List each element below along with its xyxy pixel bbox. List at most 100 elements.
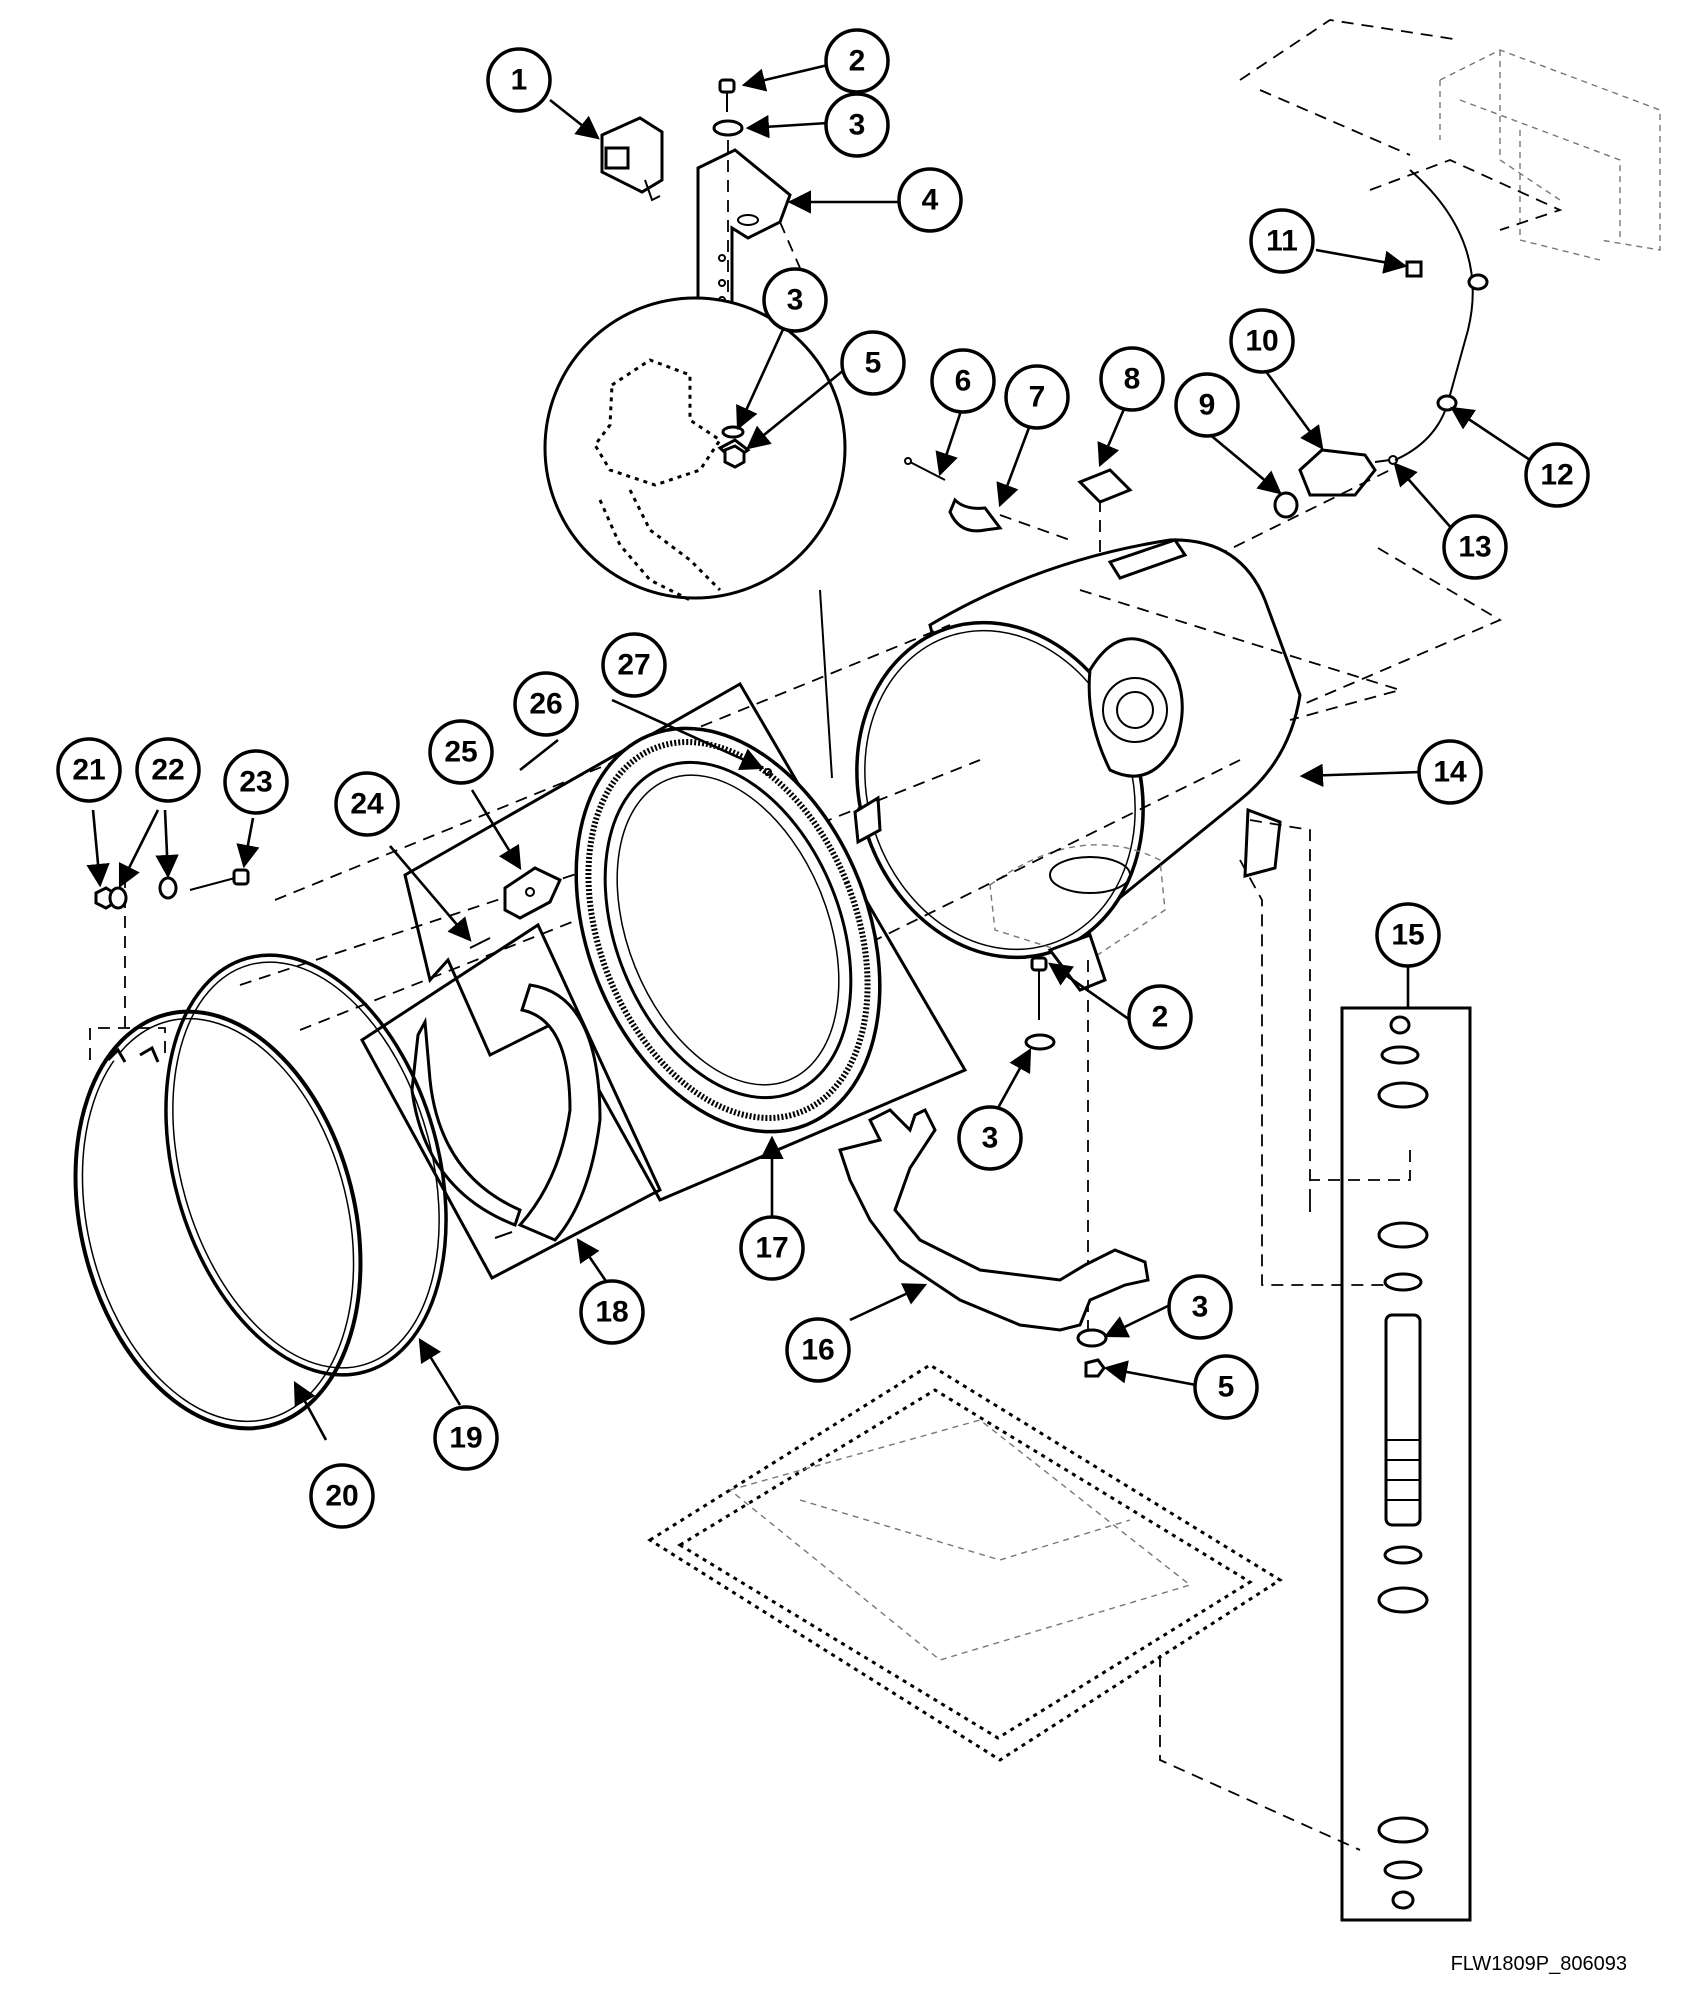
callout-3-lower: 3: [1167, 1274, 1233, 1340]
callout-24-label: 24: [350, 788, 384, 821]
callout-21-label: 21: [72, 754, 105, 787]
callout-2-lower: 2: [1127, 984, 1193, 1050]
callout-11-label: 11: [1266, 225, 1298, 258]
part-17-front-ring: [574, 726, 882, 1134]
callout-1: 1: [486, 47, 552, 113]
part-10-pressure-switch: [1298, 448, 1391, 497]
callout-8: 8: [1099, 346, 1165, 412]
part-8-label: [1077, 468, 1133, 504]
callout-4-label: 4: [922, 184, 939, 217]
callout-14-label: 14: [1433, 756, 1467, 789]
callout-2: 2: [824, 28, 890, 94]
part-5-nut-lower: [1084, 1358, 1106, 1378]
callout-25: 25: [428, 719, 494, 785]
callout-5-lower-label: 5: [1218, 1371, 1235, 1404]
part-1-switch: [600, 116, 664, 202]
callout-12: 12: [1524, 442, 1590, 508]
callout-2-lower-label: 2: [1152, 1001, 1169, 1034]
callout-10: 10: [1229, 308, 1295, 374]
callout-20: 20: [309, 1463, 375, 1529]
part-20-clamp: [73, 1009, 363, 1431]
callout-3: 3: [824, 92, 890, 158]
callout-13-label: 13: [1458, 531, 1491, 564]
part-12-hose: [1394, 169, 1474, 461]
callout-26: 26: [513, 671, 579, 737]
callout-2-label: 2: [849, 45, 866, 78]
callout-9-label: 9: [1199, 389, 1216, 422]
part-3-washer-top: [712, 119, 744, 137]
cabinet-corner: [1239, 19, 1661, 261]
callout-16-label: 16: [801, 1334, 834, 1367]
callout-3-detail: 3: [762, 267, 828, 333]
callout-14: 14: [1417, 739, 1483, 805]
drawing-id: FLW1809P_806093: [1450, 1953, 1627, 1975]
callout-3-mid: 3: [957, 1105, 1023, 1171]
part-27-screw: [764, 768, 772, 776]
base-frame: [647, 1363, 1361, 1851]
part-15-suspension: [1309, 1015, 1429, 1910]
part-18-inner-ring: [410, 983, 602, 1242]
detail-magnifier: [543, 296, 847, 779]
callout-7: 7: [1004, 364, 1070, 430]
callout-24: 24: [334, 771, 400, 837]
drawing: [73, 19, 1661, 1922]
callout-5-label: 5: [865, 347, 882, 380]
part-19-ring: [164, 953, 448, 1377]
callout-27-label: 27: [617, 649, 650, 682]
callout-23: 23: [223, 749, 289, 815]
callout-5: 5: [840, 330, 906, 396]
callout-4: 4: [897, 167, 963, 233]
callout-15: 15: [1375, 902, 1441, 968]
callout-20-label: 20: [325, 1480, 358, 1513]
part-15-box: [1340, 1006, 1472, 1922]
part-13-clip: [1388, 455, 1398, 465]
part-18-box: [360, 922, 662, 1281]
part-23-bolt: [189, 868, 250, 891]
part-3-washer-mid: [1024, 1033, 1056, 1051]
callout-3-lower-label: 3: [1192, 1291, 1209, 1324]
callout-10-label: 10: [1245, 325, 1278, 358]
callout-3-label: 3: [849, 109, 866, 142]
callout-25-label: 25: [444, 736, 477, 769]
callout-18: 18: [579, 1279, 645, 1345]
callout-26-label: 26: [529, 688, 562, 721]
callout-1-label: 1: [511, 64, 528, 97]
part-6-screw: [904, 457, 946, 481]
part-3-washer-lower: [1076, 1328, 1108, 1348]
part-25-hinge-block: [503, 866, 562, 920]
callout-7-label: 7: [1029, 381, 1046, 414]
leaders: [86, 63, 1531, 1441]
callout-6: 6: [930, 348, 996, 414]
part-5-nut-top: [723, 444, 746, 469]
callout-11: 11: [1249, 208, 1315, 274]
part-16-support: [838, 1107, 1150, 1332]
callout-9: 9: [1174, 372, 1240, 438]
part-14-tub: [853, 538, 1302, 992]
callout-6-label: 6: [955, 365, 972, 398]
part-2-bolt-top: [718, 78, 736, 112]
callout-17: 17: [739, 1215, 805, 1281]
callout-22-label: 22: [151, 754, 184, 787]
callout-3-mid-label: 3: [982, 1122, 999, 1155]
callout-17-label: 17: [755, 1232, 788, 1265]
part-11-clamp: [1405, 260, 1423, 278]
callout-27: 27: [601, 632, 667, 698]
callout-19-label: 19: [449, 1422, 482, 1455]
part-7-clip: [948, 497, 1003, 533]
callout-12-label: 12: [1540, 459, 1573, 492]
callout-23-label: 23: [239, 766, 272, 799]
callout-3-detail-label: 3: [787, 284, 804, 317]
callout-16: 16: [785, 1317, 851, 1383]
part-2-bolt-lower: [1030, 956, 1048, 1020]
callout-22: 22: [135, 737, 201, 803]
callout-8-label: 8: [1124, 363, 1141, 396]
part-22-washer-a: [108, 886, 128, 910]
callout-18-label: 18: [595, 1296, 628, 1329]
part-24-screw: [469, 937, 491, 949]
callout-13: 13: [1442, 514, 1508, 580]
callout-15-label: 15: [1391, 919, 1424, 952]
callout-21: 21: [56, 737, 122, 803]
callout-19: 19: [433, 1405, 499, 1471]
part-22-washer-b: [158, 876, 178, 900]
